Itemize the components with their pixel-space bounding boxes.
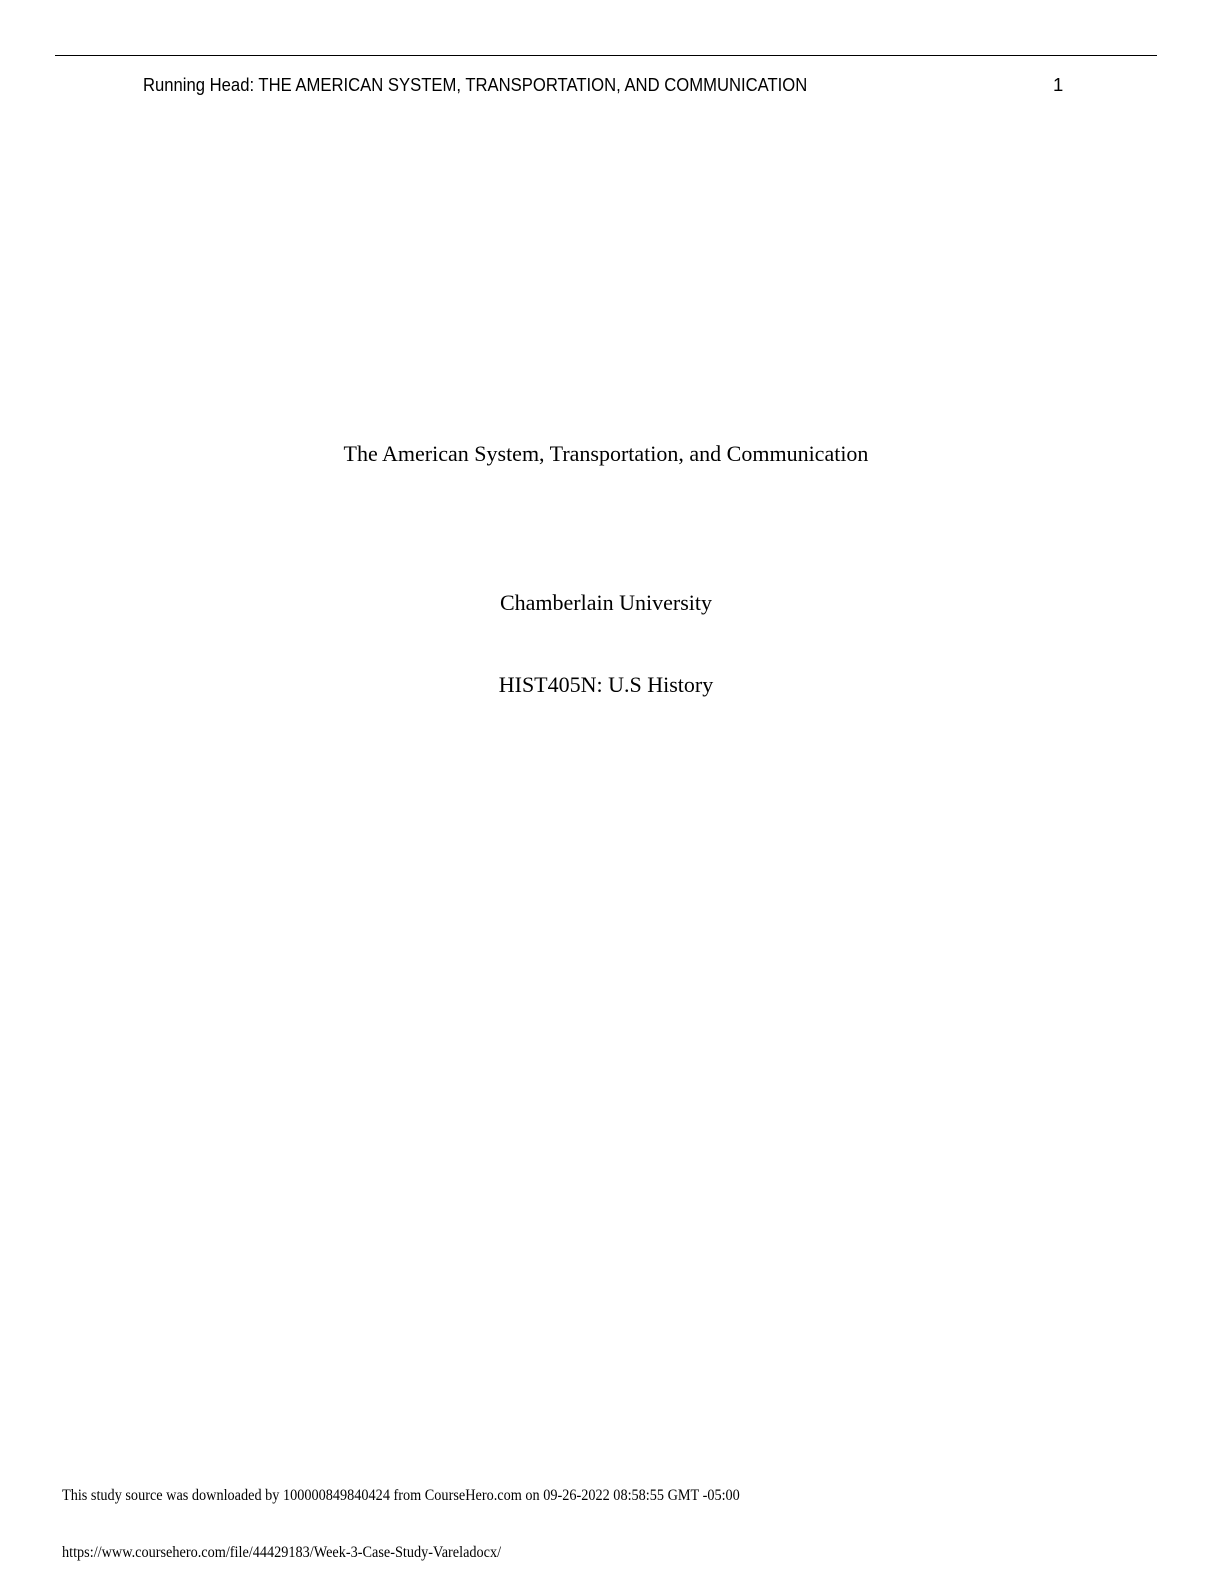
paper-title: The American System, Transportation, and… <box>343 441 869 466</box>
running-head: Running Head: THE AMERICAN SYSTEM, TRANS… <box>143 74 808 95</box>
source-url[interactable]: https://www.coursehero.com/file/44429183… <box>62 1544 502 1561</box>
course-name: HIST405N: U.S History <box>498 672 714 697</box>
institution: Chamberlain University <box>499 590 712 615</box>
page-number: 1 <box>1053 74 1064 95</box>
download-notice: This study source was downloaded by 1000… <box>62 1487 740 1504</box>
header-rule <box>55 55 1157 56</box>
